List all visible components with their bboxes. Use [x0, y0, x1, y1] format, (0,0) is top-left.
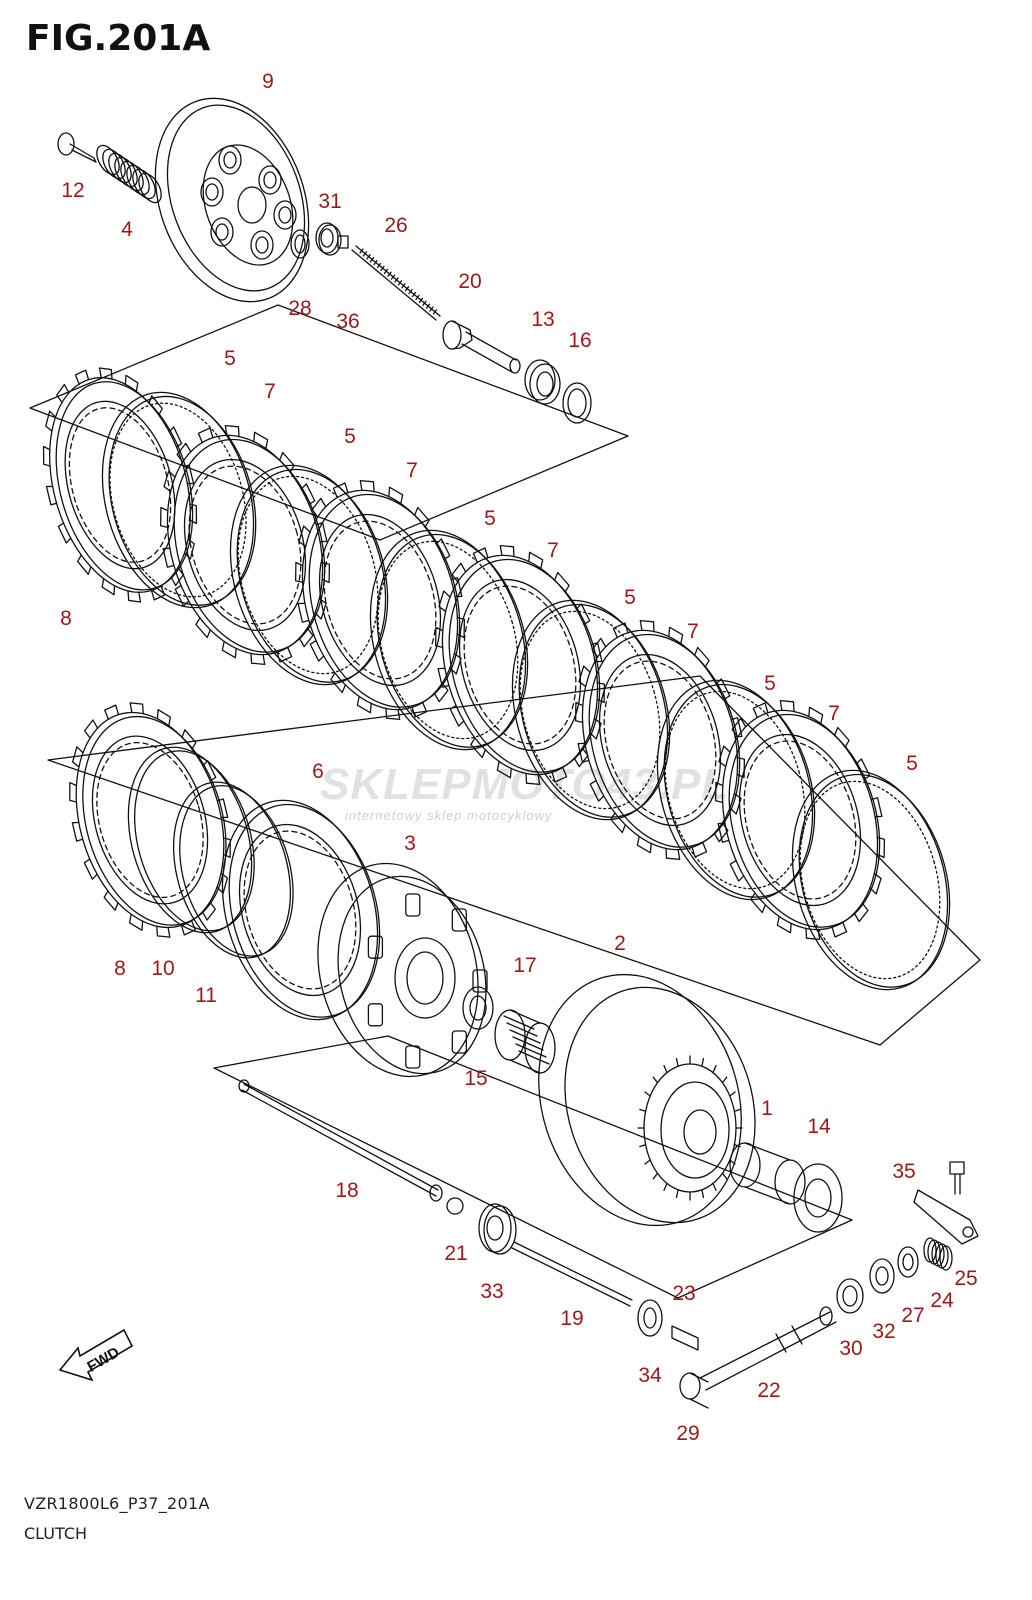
- spring-bolt: [57, 132, 97, 163]
- arm-bolt: [949, 1161, 965, 1195]
- steel-ball: [446, 1197, 464, 1215]
- bearing-washer: [290, 222, 349, 259]
- callout-22: 22: [757, 1379, 780, 1402]
- callout-7: 7: [406, 459, 418, 482]
- callout-7: 7: [547, 539, 559, 562]
- push-rod-long: [238, 1079, 443, 1202]
- needle-bearing: [494, 1009, 556, 1074]
- washer-27: [897, 1246, 919, 1278]
- callout-24: 24: [930, 1289, 954, 1312]
- callout-3: 3: [404, 832, 416, 855]
- callout-2: 2: [614, 932, 626, 955]
- model-code: VZR1800L6_P37_201A: [24, 1494, 210, 1513]
- friction-plate-6: [221, 799, 381, 1021]
- callout-7: 7: [687, 620, 699, 643]
- seat-ring-10: [127, 746, 255, 934]
- callout-17: 17: [513, 954, 536, 977]
- callout-27: 27: [901, 1304, 924, 1327]
- callout-12: 12: [61, 179, 84, 202]
- oil-seal: [637, 1299, 663, 1337]
- callout-33: 33: [480, 1280, 503, 1303]
- section-name: CLUTCH: [24, 1524, 88, 1543]
- release-piece: [442, 320, 521, 374]
- callout-36: 36: [336, 310, 359, 333]
- pressure-plate: [154, 97, 310, 303]
- callout-34: 34: [638, 1364, 662, 1387]
- oil-seal-32: [869, 1258, 895, 1294]
- driven-plate-7: [574, 619, 746, 861]
- needle-bearing-29: [679, 1372, 709, 1409]
- release-shaft: [699, 1306, 837, 1391]
- frame-upper: [29, 304, 629, 541]
- figure-title: FIG.201A: [26, 18, 211, 59]
- drive-plate-8: [42, 367, 198, 603]
- callout-8: 8: [114, 957, 126, 980]
- callout-20: 20: [458, 270, 481, 293]
- callout-23: 23: [672, 1282, 695, 1305]
- callout-21: 21: [444, 1242, 467, 1265]
- callout-18: 18: [335, 1179, 358, 1202]
- callout-7: 7: [828, 702, 840, 725]
- callout-5: 5: [484, 507, 496, 530]
- friction-plate-5: [511, 599, 671, 821]
- callout-31: 31: [318, 190, 341, 213]
- return-spring: [923, 1237, 953, 1271]
- fwd-arrow: FWD: [58, 1328, 134, 1382]
- clutch-spring: [96, 144, 162, 204]
- callout-5: 5: [224, 347, 236, 370]
- callout-15: 15: [464, 1067, 487, 1090]
- callout-13: 13: [531, 308, 554, 331]
- callout-28: 28: [288, 297, 311, 320]
- callout-5: 5: [906, 752, 918, 775]
- callout-25: 25: [954, 1267, 977, 1290]
- callout-32: 32: [872, 1320, 895, 1343]
- friction-plate-5: [791, 769, 951, 991]
- bearing-33: [478, 1203, 517, 1255]
- callout-5: 5: [344, 425, 356, 448]
- primary-driven-gear-housing: [538, 973, 756, 1227]
- clutch-hub: [317, 862, 488, 1078]
- callout-5: 5: [764, 672, 776, 695]
- friction-plate-5: [369, 529, 529, 751]
- callout-5: 5: [624, 586, 636, 609]
- drive-plate-8: [69, 702, 231, 938]
- callout-7: 7: [264, 380, 276, 403]
- release-bearing: [524, 359, 592, 424]
- release-arm: [913, 1189, 979, 1245]
- push-rod-19: [511, 1241, 633, 1307]
- spacer-sleeve: [729, 1142, 806, 1205]
- watermark: SKLEPMOTO43.PL: [320, 760, 730, 809]
- callout-30: 30: [839, 1337, 862, 1360]
- callout-19: 19: [560, 1307, 583, 1330]
- callout-4: 4: [121, 218, 133, 241]
- thrust-washer: [462, 986, 494, 1030]
- frame-plates: [47, 675, 981, 1046]
- callout-6: 6: [312, 760, 324, 783]
- driven-plate-7: [434, 544, 606, 786]
- callout-9: 9: [262, 70, 274, 93]
- push-rod: [351, 245, 441, 321]
- driven-plate-7: [159, 424, 331, 666]
- callout-16: 16: [568, 329, 591, 352]
- driven-plate-7: [294, 479, 466, 721]
- pin: [671, 1325, 699, 1351]
- driven-plate-7: [714, 699, 886, 941]
- callout-26: 26: [384, 214, 407, 237]
- frame-lower: [213, 1035, 853, 1299]
- callout-10: 10: [151, 957, 174, 980]
- callout-29: 29: [676, 1422, 699, 1445]
- callout-35: 35: [892, 1160, 915, 1183]
- friction-plate-5: [229, 464, 389, 686]
- callout-14: 14: [807, 1115, 831, 1138]
- watermark-subtitle: internetowy sklep motocyklowy: [345, 808, 553, 823]
- callout-11: 11: [195, 984, 217, 1007]
- thrust-washer-14: [793, 1163, 843, 1233]
- needle-bearing-30: [836, 1278, 864, 1314]
- callout-8: 8: [60, 607, 72, 630]
- callout-1: 1: [761, 1097, 773, 1120]
